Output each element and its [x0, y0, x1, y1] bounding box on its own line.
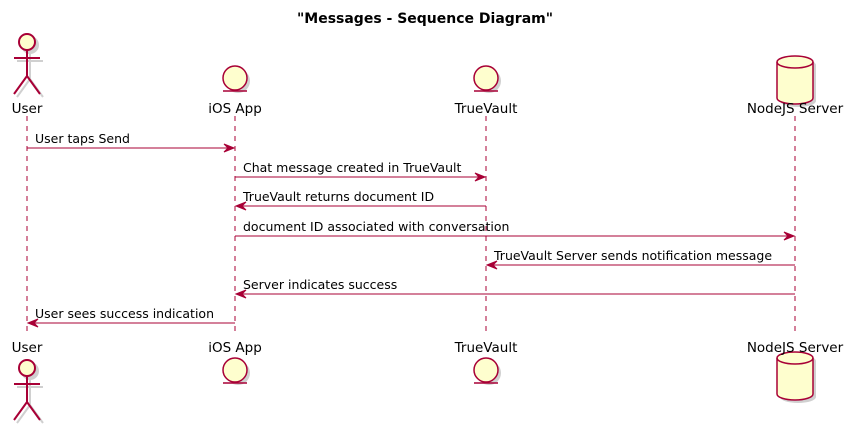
entity-icon-bottom-tv	[473, 357, 501, 385]
participant-label-top: TrueVault	[454, 101, 518, 117]
arrowhead	[223, 143, 236, 153]
message-label: document ID associated with conversation	[243, 219, 509, 234]
message-label: TrueVault Server sends notification mess…	[493, 248, 772, 263]
arrowhead	[26, 318, 39, 328]
database-icon-bottom-node	[776, 351, 816, 403]
database-body	[776, 351, 814, 401]
actor-head	[18, 33, 36, 51]
actor-body	[13, 376, 41, 421]
participant-label-bottom: NodeJS Server	[747, 340, 844, 356]
actor-body	[13, 50, 41, 95]
database-rim	[776, 61, 814, 69]
actor-shadow-body	[16, 53, 44, 98]
arrowhead	[485, 260, 498, 270]
entity-circle	[473, 357, 499, 383]
actor-icon-top-user	[13, 33, 44, 98]
message-label: User taps Send	[35, 131, 130, 146]
message-label: User sees success indication	[35, 306, 214, 321]
arrowhead	[234, 201, 247, 211]
entity-icon-top-tv	[473, 65, 501, 93]
participant-label-top: NodeJS Server	[747, 101, 844, 117]
arrowhead	[474, 172, 487, 182]
participant-label-top: User	[12, 101, 43, 117]
arrowhead	[234, 289, 247, 299]
participant-label-bottom: iOS App	[208, 340, 262, 356]
entity-icon-bottom-ios	[222, 357, 250, 385]
participant-label-bottom: TrueVault	[454, 340, 518, 356]
entity-icon-top-ios	[222, 65, 250, 93]
actor-icon-bottom-user	[13, 359, 44, 424]
message-label: Server indicates success	[243, 277, 397, 292]
database-icon-top-node	[776, 55, 816, 107]
entity-circle	[222, 65, 248, 91]
arrowhead	[783, 231, 796, 241]
message-label: Chat message created in TrueVault	[243, 160, 461, 175]
diagram-title: "Messages - Sequence Diagram"	[297, 11, 553, 27]
lifelines	[26, 116, 796, 336]
actor-shadow-body	[16, 379, 44, 424]
participant-label-top: iOS App	[208, 101, 262, 117]
participant-label-bottom: User	[12, 340, 43, 356]
entity-circle	[473, 65, 499, 91]
database-body	[776, 55, 814, 105]
actor-head	[18, 359, 36, 377]
entity-circle	[222, 357, 248, 383]
database-rim	[776, 357, 814, 365]
message-label: TrueVault returns document ID	[242, 189, 434, 204]
